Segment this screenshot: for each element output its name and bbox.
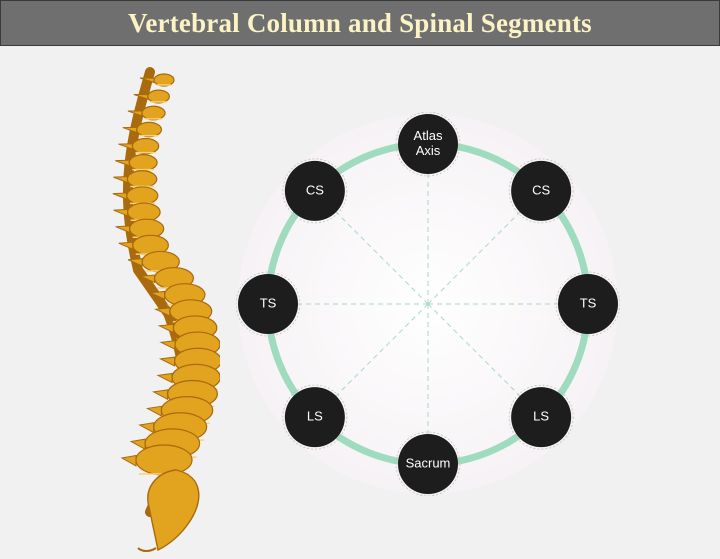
vertebra	[113, 170, 158, 189]
vertebral-body	[147, 89, 170, 104]
transverse-process	[158, 356, 176, 367]
vertebral-body	[131, 137, 160, 155]
transverse-process	[156, 372, 173, 384]
segment-label: LS	[307, 409, 323, 424]
segment-node-right: TS	[555, 271, 621, 337]
vertebra	[112, 186, 159, 205]
vertebra	[127, 105, 166, 121]
node-outline	[282, 384, 348, 450]
node-disc	[511, 160, 572, 221]
segment-label: TS	[260, 295, 277, 310]
transverse-process	[115, 225, 131, 234]
node-outline	[282, 158, 348, 224]
transverse-process	[115, 159, 130, 167]
node-outline	[508, 158, 574, 224]
segment-node-lower-left: LS	[282, 384, 348, 450]
segment-label: Atlas	[414, 128, 443, 143]
vertebral-body	[153, 73, 175, 87]
vertebral-body	[135, 444, 193, 476]
segment-node-left: TS	[235, 271, 301, 337]
transverse-process	[118, 143, 133, 150]
transverse-process	[159, 340, 176, 351]
transverse-process	[113, 176, 128, 184]
transverse-process	[112, 192, 128, 200]
vertebral-body	[141, 105, 166, 121]
vertebra	[118, 137, 160, 155]
segment-label: CS	[306, 182, 324, 197]
spine-svg	[112, 67, 222, 552]
transverse-process	[145, 405, 162, 417]
segment-node-upper-right: CS	[508, 158, 574, 224]
vertebra	[120, 444, 193, 476]
vertebral-body	[126, 186, 159, 205]
node-disc	[398, 434, 458, 494]
vertebra	[115, 154, 158, 172]
node-disc	[558, 274, 618, 334]
sacrum	[147, 469, 200, 552]
transverse-process	[157, 323, 174, 334]
transverse-process	[129, 438, 146, 451]
title-bar: Vertebral Column and Spinal Segments	[0, 0, 720, 46]
segment-label: Axis	[416, 143, 441, 158]
segment-label: LS	[533, 409, 549, 424]
vertebra	[122, 121, 163, 138]
vertebral-body	[127, 202, 161, 222]
vertebral-body	[136, 121, 163, 138]
node-disc	[398, 114, 458, 174]
segment-label: CS	[532, 182, 550, 197]
vertebra	[113, 202, 161, 222]
spine-illustration	[80, 62, 222, 554]
transverse-process	[138, 422, 155, 434]
transverse-process	[152, 389, 169, 401]
node-outline	[395, 111, 461, 177]
segment-node-lower-right: LS	[508, 384, 574, 450]
transverse-process	[113, 208, 129, 217]
node-outline	[508, 384, 574, 450]
vertebral-body	[126, 170, 158, 189]
page-title: Vertebral Column and Spinal Segments	[128, 7, 592, 38]
node-disc	[238, 274, 298, 334]
coccyx	[137, 547, 157, 552]
segment-node-upper-left: CS	[282, 158, 348, 224]
segment-label: TS	[580, 295, 597, 310]
vertebral-body	[128, 154, 158, 172]
node-disc	[284, 160, 345, 221]
node-disc	[284, 387, 345, 448]
node-disc	[511, 387, 572, 448]
node-outline	[235, 271, 301, 337]
node-outline	[395, 431, 461, 497]
transverse-process	[120, 454, 137, 467]
vertebra	[133, 89, 170, 104]
segment-node-bottom: Sacrum	[395, 431, 461, 497]
transverse-process	[153, 307, 171, 317]
segment-label: Sacrum	[406, 455, 451, 470]
transverse-process	[118, 241, 134, 250]
vertebra	[139, 73, 175, 87]
